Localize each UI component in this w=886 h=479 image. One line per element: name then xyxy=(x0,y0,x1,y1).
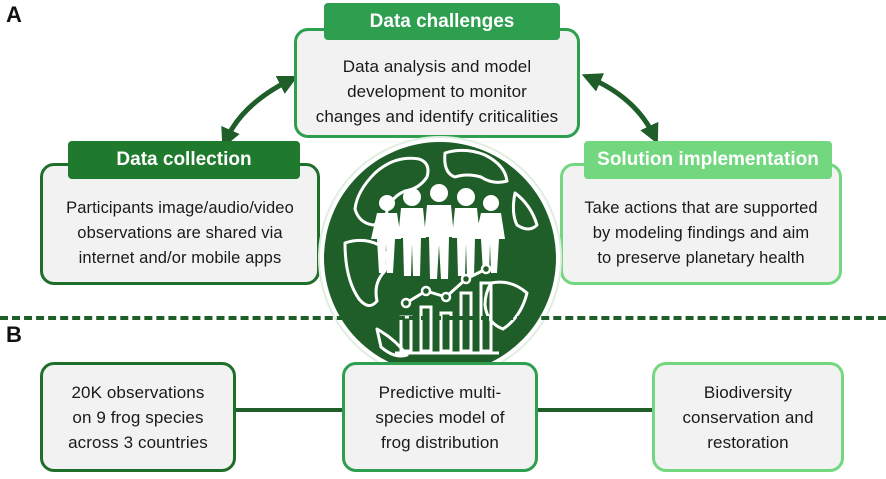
step-box-biodiversity: Biodiversity conservation and restoratio… xyxy=(652,362,844,472)
panel-separator xyxy=(0,316,886,320)
step-text-predictive-model: Predictive multi- species model of frog … xyxy=(375,382,505,452)
step-box-predictive-model: Predictive multi- species model of frog … xyxy=(342,362,538,472)
connector-step1-step2 xyxy=(236,408,344,412)
connector-step2-step3 xyxy=(538,408,654,412)
data-challenges-text: Data analysis and model development to m… xyxy=(315,56,559,126)
globe-icon xyxy=(318,136,562,380)
data-collection-text: Participants image/audio/video observati… xyxy=(66,198,294,267)
step-text-observations: 20K observations on 9 frog species acros… xyxy=(68,382,208,452)
panel-label-a: A xyxy=(6,2,22,27)
data-collection-box: Participants image/audio/video observati… xyxy=(40,163,320,285)
step-box-observations: 20K observations on 9 frog species acros… xyxy=(40,362,236,472)
data-challenges-box: Data analysis and model development to m… xyxy=(294,28,580,138)
data-collection-header: Data collection xyxy=(68,141,300,179)
data-challenges-header: Data challenges xyxy=(324,3,560,40)
panel-label-b: B xyxy=(6,322,22,347)
solution-implementation-box: Take actions that are supported by model… xyxy=(560,163,842,285)
step-text-biodiversity: Biodiversity conservation and restoratio… xyxy=(682,382,814,452)
solution-implementation-text: Take actions that are supported by model… xyxy=(584,198,818,267)
solution-implementation-header: Solution implementation xyxy=(584,141,832,179)
